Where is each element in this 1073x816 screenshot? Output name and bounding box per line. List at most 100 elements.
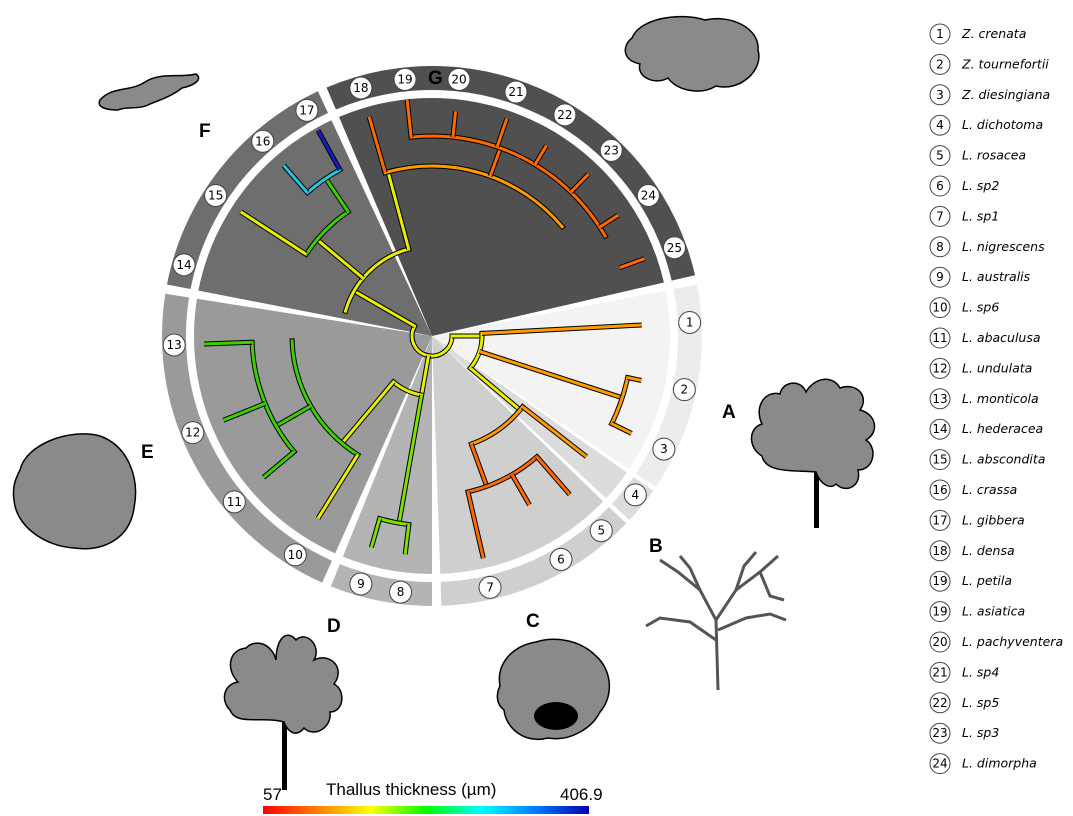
- svg-text:L. asiatica: L. asiatica: [962, 604, 1025, 619]
- tip-label: 4: [624, 484, 646, 506]
- svg-text:22: 22: [557, 108, 572, 122]
- svg-text:8: 8: [936, 240, 944, 254]
- svg-text:5: 5: [936, 149, 944, 163]
- svg-text:15: 15: [208, 188, 223, 202]
- thallus-silhouette-g: [625, 17, 759, 91]
- thallus-silhouette-a: [752, 379, 875, 528]
- tip-label: 25: [663, 237, 685, 259]
- svg-text:15: 15: [932, 453, 947, 467]
- clade-label-c: C: [526, 611, 540, 632]
- tip-label: 19: [394, 68, 416, 90]
- legend-entry: 15L. abscondita: [930, 450, 1045, 470]
- svg-text:12: 12: [932, 361, 947, 375]
- svg-text:L. hederacea: L. hederacea: [962, 421, 1043, 436]
- svg-text:18: 18: [353, 81, 368, 95]
- svg-text:22: 22: [932, 696, 947, 710]
- svg-text:9: 9: [357, 577, 365, 591]
- thallus-silhouette-b: [646, 552, 786, 690]
- tip-label: 1: [679, 311, 701, 333]
- svg-text:20: 20: [932, 635, 947, 649]
- svg-text:21: 21: [932, 665, 947, 679]
- svg-text:L. nigrescens: L. nigrescens: [962, 239, 1045, 254]
- svg-text:19: 19: [397, 72, 412, 86]
- clade-label-b: B: [649, 536, 663, 557]
- tip-label: 17: [296, 99, 318, 121]
- svg-text:12: 12: [185, 426, 200, 440]
- legend-entry: 23L. sp3: [930, 723, 999, 743]
- legend-entry: 13 L. monticola: [930, 389, 1039, 409]
- svg-text:5: 5: [597, 524, 605, 538]
- svg-text:Z. crenata: Z. crenata: [961, 26, 1026, 41]
- svg-text:13: 13: [932, 392, 947, 406]
- svg-text:10: 10: [288, 548, 303, 562]
- thallus-silhouette-f: [99, 74, 198, 110]
- tip-label: 22: [554, 104, 576, 126]
- svg-text:2: 2: [936, 57, 944, 71]
- svg-text:24: 24: [641, 188, 656, 202]
- svg-text:L. dimorpha: L. dimorpha: [962, 756, 1037, 771]
- svg-text:25: 25: [667, 241, 682, 255]
- svg-text:16: 16: [932, 483, 947, 497]
- legend-entry: 8 L. nigrescens: [930, 237, 1045, 257]
- svg-text:L. monticola: L. monticola: [962, 391, 1039, 406]
- svg-text:14: 14: [176, 258, 191, 272]
- svg-text:1: 1: [686, 315, 694, 329]
- svg-text:8: 8: [397, 585, 405, 599]
- svg-text:6: 6: [557, 552, 565, 566]
- svg-text:4: 4: [936, 118, 944, 132]
- legend-entry: 20 L. pachyventera: [930, 632, 1063, 652]
- legend-entry: 4 L. dichotoma: [930, 115, 1043, 135]
- tip-label: 12: [182, 422, 204, 444]
- svg-text:1: 1: [936, 27, 944, 41]
- svg-text:17: 17: [932, 513, 947, 527]
- tip-label: 14: [173, 254, 195, 276]
- svg-text:20: 20: [451, 72, 466, 86]
- svg-text:L. densa: L. densa: [962, 543, 1015, 558]
- svg-text:L. petila: L. petila: [962, 573, 1012, 588]
- tip-label: 15: [205, 184, 227, 206]
- svg-text:3: 3: [660, 442, 668, 456]
- thallus-silhouette-e: [13, 434, 135, 549]
- thallus-silhouette-c: [497, 639, 609, 739]
- tip-label: 2: [673, 379, 695, 401]
- svg-text:21: 21: [508, 85, 523, 99]
- svg-text:11: 11: [227, 495, 242, 509]
- colorbar-min-label: 57: [263, 785, 282, 804]
- svg-text:Z. tournefortii: Z. tournefortii: [961, 56, 1049, 71]
- clade-label-g: G: [428, 68, 443, 89]
- svg-text:L. pachyventera: L. pachyventera: [962, 634, 1063, 649]
- svg-text:19: 19: [932, 605, 947, 619]
- legend-entry: 9L. australis: [930, 267, 1031, 287]
- tip-label: 10: [284, 544, 306, 566]
- tip-label: 3: [653, 438, 675, 460]
- svg-text:19: 19: [932, 574, 947, 588]
- tip-label: 8: [390, 581, 412, 603]
- tip-label: 11: [223, 491, 245, 513]
- thickness-colorbar: [263, 806, 589, 814]
- tip-label: 5: [590, 520, 612, 542]
- svg-text:L. dichotoma: L. dichotoma: [962, 117, 1043, 132]
- svg-text:Z. diesingiana: Z. diesingiana: [961, 87, 1050, 102]
- species-legend: 1Z. crenata2Z. tournefortii3Z. diesingia…: [930, 24, 1063, 774]
- svg-text:24: 24: [932, 757, 947, 771]
- svg-text:L. sp4: L. sp4: [962, 664, 999, 679]
- tip-label: 9: [350, 573, 372, 595]
- tip-label: 6: [550, 548, 572, 570]
- clade-label-d: D: [327, 616, 341, 637]
- colorbar-max-label: 406.9: [560, 785, 603, 804]
- clade-label-e: E: [141, 442, 154, 463]
- svg-text:L. sp6: L. sp6: [962, 300, 999, 315]
- tip-label: 13: [163, 334, 185, 356]
- legend-entry: 21 L. sp4: [930, 662, 999, 682]
- svg-text:9: 9: [936, 270, 944, 284]
- svg-text:L. sp1: L. sp1: [962, 208, 999, 223]
